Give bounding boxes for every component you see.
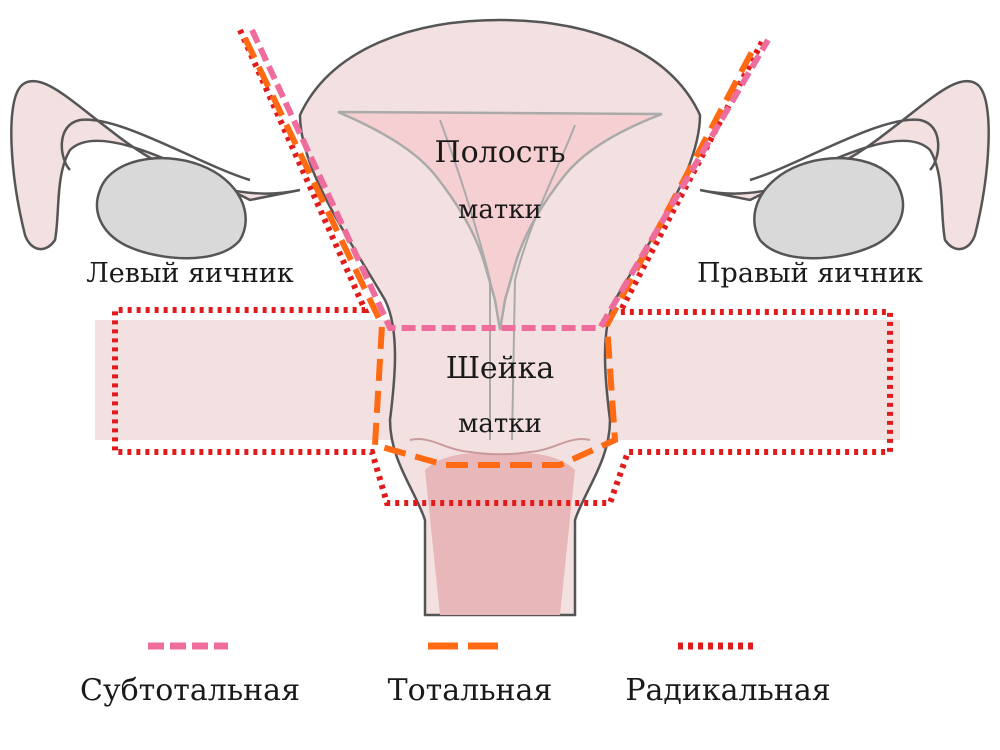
cavity-label-line2: матки xyxy=(458,195,542,225)
cavity-label-line1: Полость xyxy=(434,135,565,170)
cervix-os xyxy=(409,438,591,456)
subtotal-cut-lines xyxy=(249,28,771,331)
cervix-label-line1: Шейка xyxy=(446,351,555,386)
vaginal-canal xyxy=(425,453,575,615)
total-cut-lines xyxy=(242,36,759,468)
left-ovary xyxy=(95,156,247,260)
right-tube-inner-line xyxy=(749,118,940,182)
right-fallopian-tube xyxy=(699,79,990,251)
legend-radical-label: Радикальная xyxy=(625,673,830,708)
cervical-canal-left-line xyxy=(439,119,491,440)
right-ovary xyxy=(753,156,905,260)
subtotal-cut-path xyxy=(249,28,771,331)
radical-cut-path xyxy=(112,28,893,506)
legend-subtotal-label: Субтотальная xyxy=(80,673,300,708)
uterine-cavity xyxy=(337,110,663,331)
legend: Субтотальная Тотальная Радикальная xyxy=(80,642,831,708)
left-tube-inner-line xyxy=(60,118,251,182)
cervical-canal-right-line xyxy=(511,124,576,441)
cervix-label-line2: матки xyxy=(458,409,542,439)
left-ovary-label: Левый яичник xyxy=(86,258,294,289)
right-ovary-label: Правый яичник xyxy=(697,258,923,289)
radical-cut-lines xyxy=(112,28,893,506)
left-fallopian-tube xyxy=(10,79,301,251)
legend-total-label: Тотальная xyxy=(388,673,553,708)
total-cut-path xyxy=(242,36,759,468)
